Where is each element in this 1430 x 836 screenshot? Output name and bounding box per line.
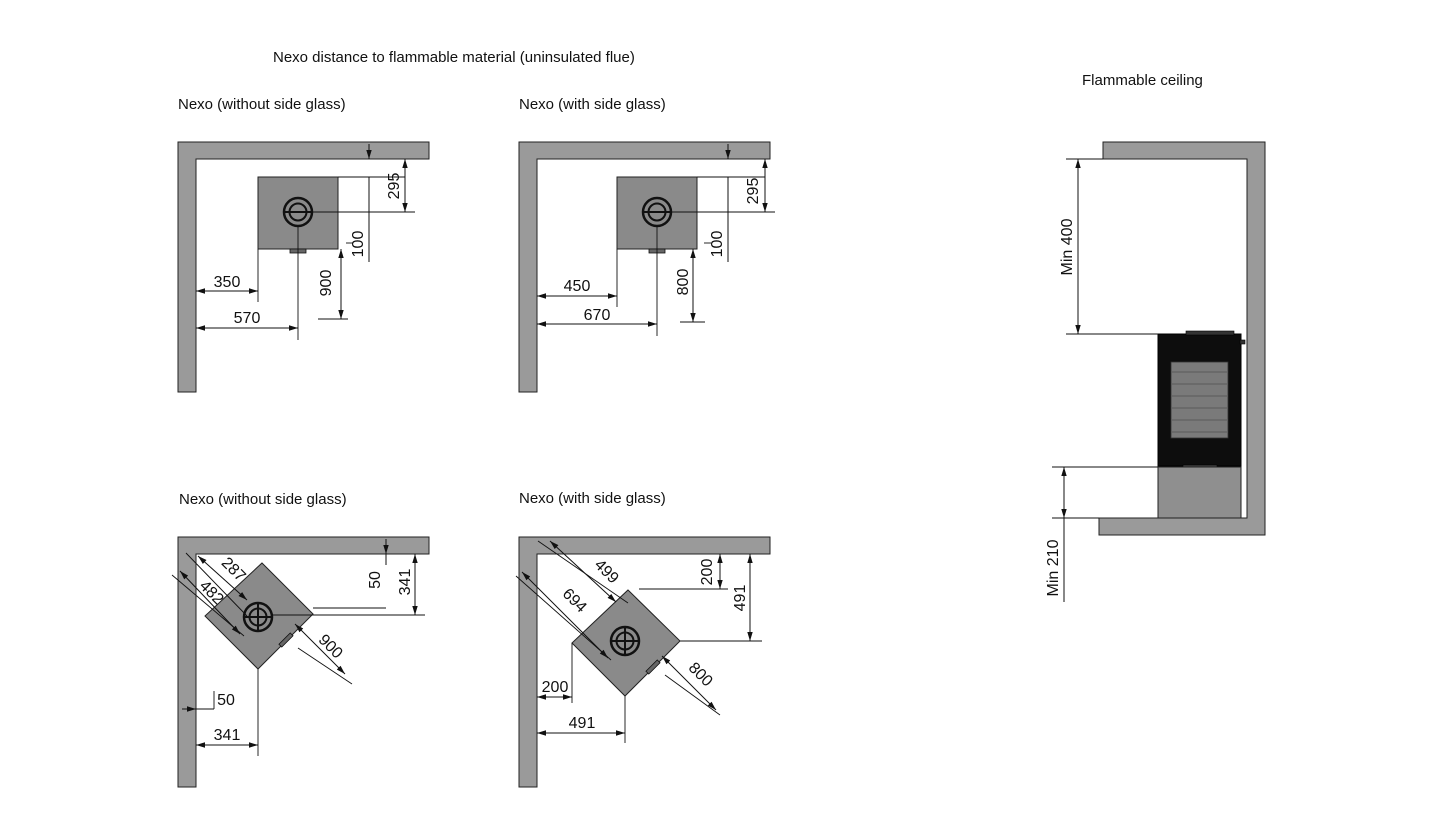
- corner-wall: [177, 536, 430, 788]
- flue-icon: [641, 196, 673, 228]
- stove-handle: [1239, 339, 1246, 345]
- stove-top-plate: [1185, 330, 1235, 336]
- panel-top-left: 295 100 900 350 570: [177, 141, 430, 393]
- dim-341: 341: [397, 569, 414, 596]
- stove-foot: [278, 632, 294, 648]
- dim-341: 341: [214, 727, 241, 744]
- dim-570: 570: [234, 310, 261, 327]
- panel-top-right: 295 100 800 450 670: [518, 141, 775, 393]
- dim-694: 694: [559, 585, 590, 616]
- dim-min-210: Min 210: [1045, 539, 1062, 596]
- dim-800: 800: [675, 269, 692, 296]
- dim-350: 350: [214, 274, 241, 291]
- dim-50: 50: [217, 692, 235, 709]
- flue-icon: [242, 601, 274, 633]
- stove-glass: [1170, 361, 1229, 439]
- flue-icon: [609, 625, 641, 657]
- dim-50: 50: [367, 571, 384, 589]
- dim-min-400: Min 400: [1059, 218, 1076, 275]
- stove-base: [1157, 466, 1242, 519]
- dim-200: 200: [699, 559, 716, 586]
- panel-bottom-left: 287 482 900 50 341 50 341: [171, 536, 430, 788]
- dim-491: 491: [732, 585, 749, 612]
- panel-label-tr: Nexo (with side glass): [519, 96, 666, 113]
- dim-491: 491: [569, 715, 596, 732]
- corner-wall: [177, 141, 430, 393]
- ceiling-title: Flammable ceiling: [1082, 72, 1203, 89]
- dim-900: 900: [318, 270, 335, 297]
- dim-900: 900: [315, 631, 346, 662]
- page-title: Nexo distance to flammable material (uni…: [273, 49, 635, 66]
- corner-wall: [518, 141, 771, 393]
- dim-670: 670: [584, 307, 611, 324]
- dim-295: 295: [386, 173, 403, 200]
- dim-800: 800: [685, 659, 716, 690]
- ceiling-view: Min 400 Min 210: [1045, 141, 1266, 602]
- dim-100: 100: [709, 231, 726, 258]
- panel-label-bl: Nexo (without side glass): [179, 491, 347, 508]
- dim-295: 295: [745, 178, 762, 205]
- glass-reflection: [1172, 371, 1227, 433]
- dim-200: 200: [542, 679, 569, 696]
- dim-100: 100: [350, 231, 367, 258]
- flue-icon: [282, 196, 314, 228]
- panel-label-tl: Nexo (without side glass): [178, 96, 346, 113]
- corner-wall: [518, 536, 771, 788]
- dim-450: 450: [564, 278, 591, 295]
- panel-bottom-right: 499 694 800 200 491 200 491: [515, 536, 771, 788]
- panel-label-br: Nexo (with side glass): [519, 490, 666, 507]
- stove-foot: [645, 659, 661, 675]
